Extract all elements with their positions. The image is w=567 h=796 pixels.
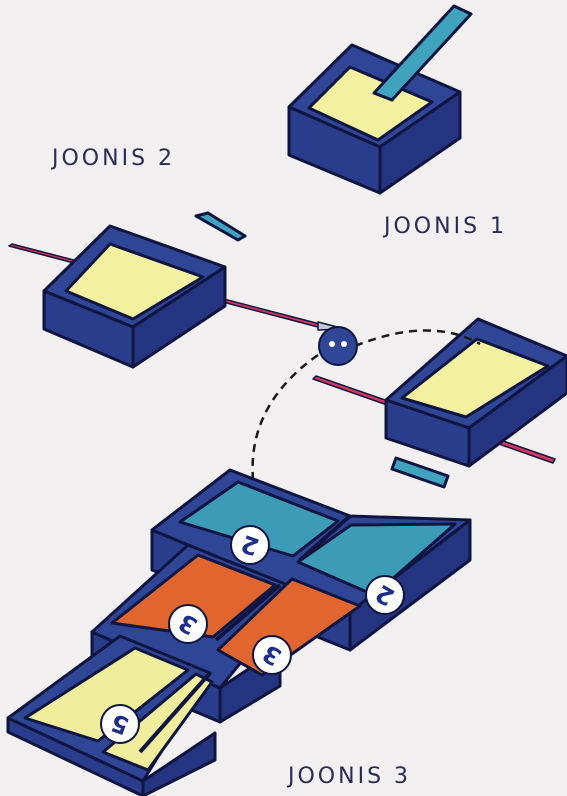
wall — [141, 731, 217, 796]
joonis2-box — [8, 211, 346, 369]
label-joonis-3: JOONIS 3 — [288, 764, 412, 789]
ball — [318, 326, 358, 366]
number-disc — [252, 635, 292, 675]
joonis1-box — [287, 4, 473, 195]
number-disc — [168, 604, 208, 644]
number-disc — [230, 525, 270, 565]
number-disc — [365, 575, 405, 615]
joonis3-assembly — [6, 468, 472, 796]
label-joonis-2: JOONIS 2 — [52, 146, 176, 171]
cell-orange — [110, 553, 277, 639]
label-joonis-1: JOONIS 1 — [384, 214, 508, 239]
cell-yellow — [23, 646, 190, 743]
number-disc — [100, 704, 140, 744]
trajectory-line — [251, 353, 319, 496]
cell-teal — [178, 480, 340, 558]
joonis-right-box — [312, 317, 567, 489]
paper-strip — [390, 456, 450, 489]
trajectory-line — [354, 329, 481, 348]
paper-strip — [194, 211, 247, 242]
paper-strip — [372, 4, 473, 102]
